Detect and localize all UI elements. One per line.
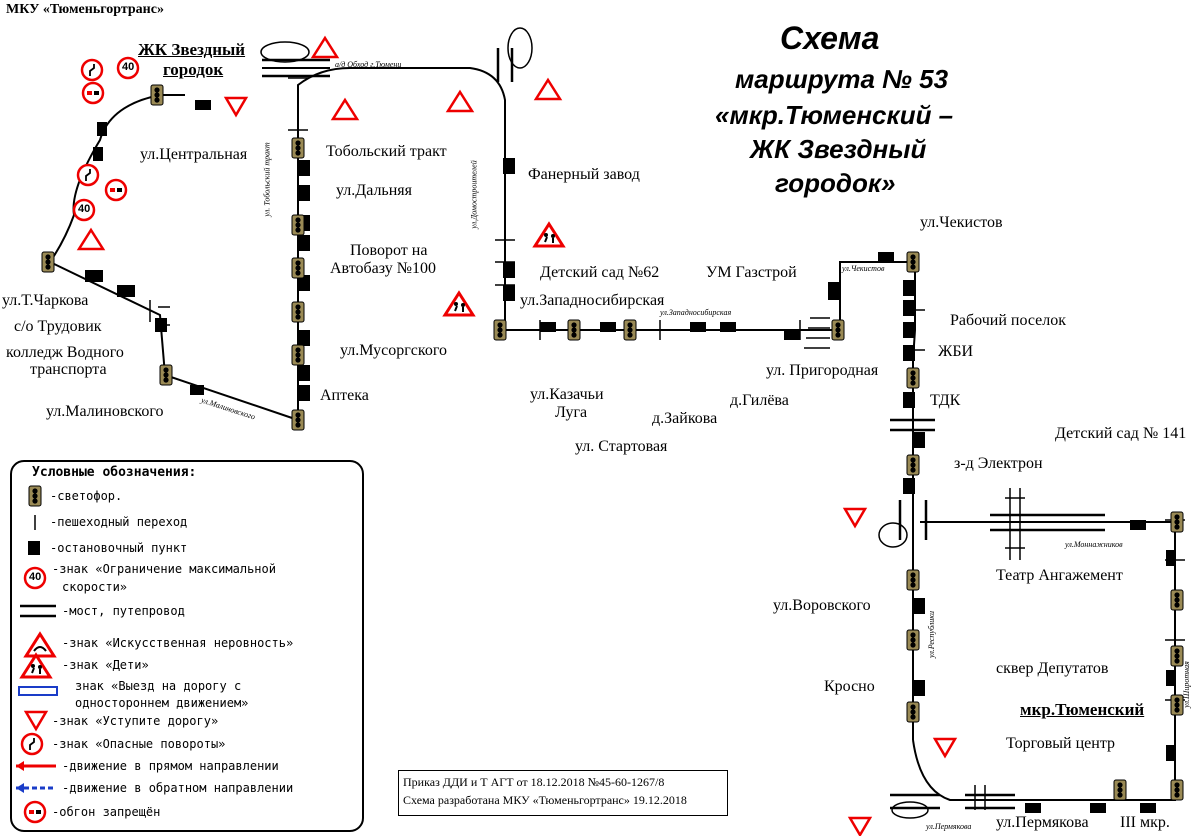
stop-malinovskogo: ул.Малиновского	[46, 403, 164, 420]
legend-box	[10, 460, 364, 832]
stop-centralnaya: ул.Центральная	[140, 146, 248, 163]
order-line2: Схема разработана МКУ «Тюменьгортранс» 1…	[403, 793, 687, 807]
stop-gazstroy: УМ Газстрой	[706, 264, 797, 281]
stop-tobolsky: Тобольский тракт	[326, 143, 447, 160]
stop-angazhement: Театр Ангажемент	[996, 567, 1123, 584]
street-domostroiteley: ул.Домостроителей	[469, 160, 479, 229]
stop-fanerny: Фанерный завод	[528, 166, 640, 183]
terminal-south: мкр.Тюменский	[1020, 700, 1145, 719]
street-monnazhnikov: ул.Моннажников	[1065, 540, 1123, 549]
street-obhod: а/д Обход г.Тюмени	[335, 60, 402, 69]
stop-gileva: д.Гилёва	[730, 392, 789, 409]
stop-permyakova: ул.Пермякова	[996, 814, 1089, 831]
street-permyakova: ул.Пермякова	[926, 822, 972, 831]
legend-title: Условные обозначения:	[32, 465, 197, 480]
bridge-marks	[262, 48, 1105, 810]
stop-detsad141: Детский сад № 141	[1055, 425, 1187, 442]
title-line2: маршрута № 53	[735, 64, 949, 94]
stop-dalnyaya: ул.Дальняя	[336, 182, 412, 199]
stop-zapsib: ул.Западносибирская	[520, 292, 665, 309]
terminal-north-line1: ЖК Звездный	[138, 40, 246, 59]
stop-prigorodnaya: ул. Пригородная	[766, 362, 879, 379]
stop-zhbi: ЖБИ	[938, 343, 974, 360]
legend-item: одностороннем движением»	[75, 696, 249, 710]
stop-avtobaza-line1: Поворот на	[350, 242, 428, 259]
stop-musorgskogo: ул.Мусоргского	[340, 342, 447, 359]
legend-item: -знак «Уступите дорогу»	[52, 714, 219, 728]
stop-vorovskogo: ул.Воровского	[773, 597, 871, 614]
legend-symbols	[16, 485, 58, 824]
speed-limit-legend: 40	[29, 571, 42, 583]
legend-item: -пешеходный переход	[50, 515, 188, 529]
legend-item: -мост, путепровод	[62, 604, 185, 618]
street-respubliki: ул.Республики	[927, 610, 937, 659]
legend-item: -движение в прямом направлении	[62, 759, 279, 773]
speed-limit-2: 40	[78, 203, 91, 215]
speed-limit-1: 40	[122, 61, 135, 73]
legend-item: -светофор.	[50, 489, 123, 503]
stop-torgovy: Торговый центр	[1006, 735, 1116, 752]
stop-trudovik: с/о Трудовик	[14, 318, 102, 335]
legend-item: -знак «Искусственная неровность»	[62, 636, 294, 650]
order-box: Приказ ДДИ и Т АГТ от 18.12.2018 №45-60-…	[398, 770, 728, 816]
order-line1: Приказ ДДИ и Т АГТ от 18.12.2018 №45-60-…	[403, 775, 665, 789]
stop-apteka: Аптека	[320, 387, 369, 404]
street-chekistov: ул.Чекистов	[842, 264, 885, 273]
stop-iii-mkr: III мкр.	[1120, 814, 1170, 831]
stop-startovaya: ул. Стартовая	[575, 438, 668, 455]
stop-chekistov: ул.Чекистов	[920, 214, 1003, 231]
interchange-loops	[260, 27, 929, 819]
stop-kazachi-line1: ул.Казачьи	[530, 386, 604, 403]
stop-rabochy: Рабочий поселок	[950, 312, 1067, 329]
title-line1: Схема	[780, 20, 880, 56]
stop-avtobaza-line2: Автобазу №100	[330, 260, 436, 277]
title-line4: ЖК Звездный	[750, 134, 927, 164]
street-shirotnaya: ул.Широтная	[1181, 661, 1191, 708]
stop-markers	[85, 100, 1176, 813]
legend-item: -знак «Дети»	[62, 658, 149, 672]
organization-name: МКУ «Тюменьгортранс»	[6, 2, 164, 17]
legend-item: -движение в обратном направлении	[62, 781, 294, 795]
street-tobolsky: ул. Тобольский тракт	[262, 142, 272, 217]
stop-zaykova: д.Зайкова	[652, 410, 718, 427]
legend-item: знак «Выезд на дорогу с	[75, 679, 242, 693]
stop-college-line2: транспорта	[30, 361, 107, 378]
stop-elektron: з-д Электрон	[954, 455, 1043, 472]
legend-item: скорости»	[62, 580, 128, 594]
legend-item: -обгон запрещён	[52, 805, 161, 819]
stop-kazachi-line2: Луга	[555, 404, 588, 421]
legend-item: -остановочный пункт	[50, 541, 188, 555]
title-line3: «мкр.Тюменский –	[715, 100, 954, 130]
legend-item: -знак «Опасные повороты»	[52, 737, 226, 751]
title-line5: городок»	[775, 168, 896, 198]
stop-tdk: ТДК	[930, 392, 961, 409]
street-zapsib: ул.Западносибирская	[660, 308, 732, 317]
terminal-north-line2: городок	[163, 60, 224, 79]
legend-item: -знак «Ограничение максимальной	[52, 562, 276, 576]
stop-krosno: Кросно	[824, 678, 875, 695]
stop-detsad62: Детский сад №62	[540, 264, 660, 281]
stop-college-line1: колледж Водного	[6, 344, 124, 361]
stop-skver: сквер Депутатов	[996, 660, 1109, 677]
stop-charkova: ул.Т.Чаркова	[2, 292, 89, 309]
